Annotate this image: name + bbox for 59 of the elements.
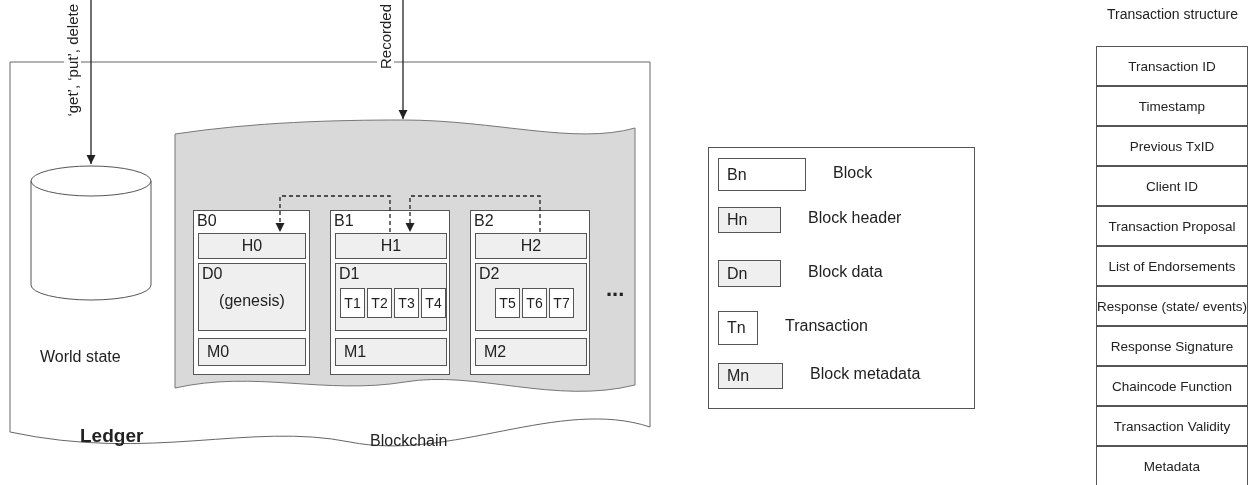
table-title: Transaction structure	[1106, 6, 1239, 22]
legend-sample-box: Tn	[718, 311, 758, 345]
metadata-box: M0	[198, 338, 306, 366]
metadata-box: M1	[335, 338, 447, 366]
transaction-box: T6	[522, 288, 547, 318]
edge-label: ‘get’, ‘put’, delete	[64, 4, 81, 117]
transaction-box: T4	[421, 288, 446, 318]
header-box: H0	[198, 233, 306, 259]
dashed-arrow	[275, 195, 391, 233]
table-cell: Transaction Validity	[1096, 406, 1248, 446]
legend-description: Block metadata	[810, 365, 921, 383]
band-label: Blockchain	[370, 432, 448, 450]
block-label: B2	[474, 212, 494, 230]
ellipsis-label: ...	[606, 276, 625, 302]
legend-sample-box: Dn	[718, 260, 781, 287]
legend-sample-box: Bn	[718, 158, 806, 191]
block-label: B0	[197, 212, 217, 230]
data-label: D0	[202, 265, 223, 283]
data-box	[475, 263, 587, 331]
panel-title: Ledger	[80, 425, 144, 447]
legend-panel	[708, 147, 975, 409]
header-box: H2	[475, 233, 587, 259]
transaction-box: T1	[340, 288, 365, 318]
arrow	[86, 0, 96, 165]
table-cell: Response Signature	[1096, 326, 1248, 366]
table-cell: Previous TxID	[1096, 126, 1248, 166]
legend-description: Transaction	[785, 317, 868, 335]
cylinder-label: World state	[40, 348, 121, 366]
data-box	[335, 263, 447, 331]
table-cell: Metadata	[1096, 446, 1248, 485]
legend-sample-box: Hn	[718, 207, 781, 233]
transaction-box: T7	[549, 288, 574, 318]
table-cell: Response (state/ events)	[1096, 286, 1248, 326]
data-note: (genesis)	[218, 292, 286, 310]
legend-description: Block	[833, 163, 873, 182]
dashed-arrow	[405, 195, 541, 233]
legend-description: Block data	[808, 262, 883, 281]
block-label: B1	[334, 212, 354, 230]
transaction-box: T2	[367, 288, 392, 318]
data-box	[198, 263, 306, 331]
edge-label: Recorded	[377, 4, 394, 70]
table-cell: Transaction Proposal	[1096, 206, 1248, 246]
data-label: D2	[479, 265, 500, 283]
table-cell: Timestamp	[1096, 86, 1248, 126]
table-cell: Chaincode Function	[1096, 366, 1248, 406]
data-label: D1	[339, 265, 360, 283]
arrow	[398, 0, 408, 120]
table-cell: Transaction ID	[1096, 46, 1248, 86]
metadata-box: M2	[475, 338, 587, 366]
transaction-box: T3	[394, 288, 419, 318]
header-box: H1	[335, 233, 447, 259]
block-box	[470, 210, 590, 375]
table-cell: List of Endorsements	[1096, 246, 1248, 286]
legend-sample-box: Mn	[718, 363, 783, 389]
transaction-box: T5	[495, 288, 520, 318]
legend-description: Block header	[808, 209, 902, 227]
block-box	[193, 210, 310, 375]
block-box	[330, 210, 450, 375]
table-cell: Client ID	[1096, 166, 1248, 206]
